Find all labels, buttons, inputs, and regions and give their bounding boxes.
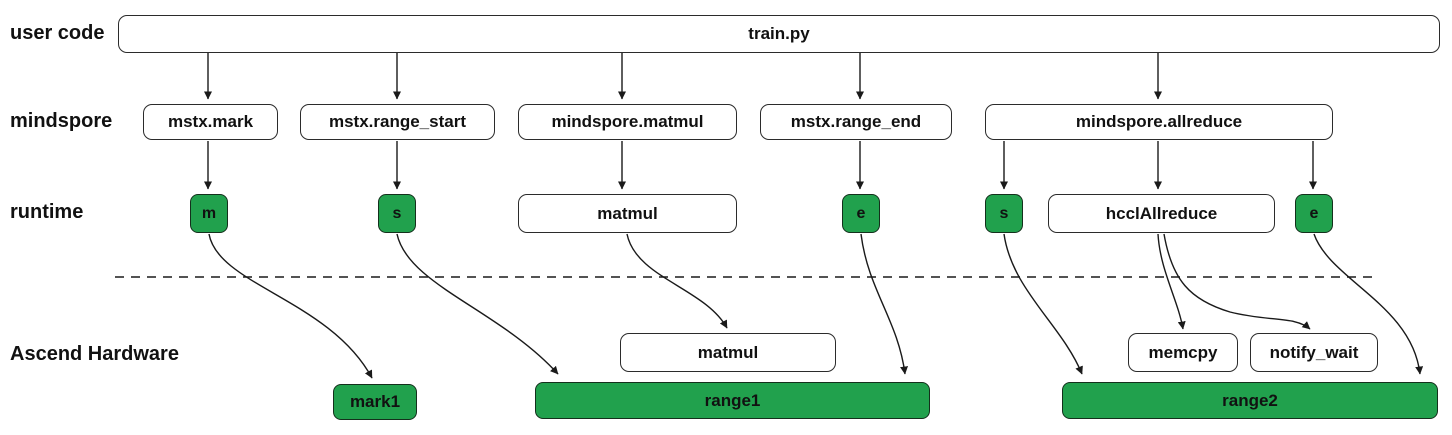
layer-label-user-code: user code xyxy=(10,22,105,44)
hardware-range2-span: range2 xyxy=(1062,382,1438,419)
layer-label-runtime: runtime xyxy=(10,201,84,223)
layer-label-ascend-hardware: Ascend Hardware xyxy=(10,343,179,365)
runtime-matmul-box: matmul xyxy=(518,194,737,233)
hardware-mark1-event: mark1 xyxy=(333,384,417,420)
mstx-mark-box: mstx.mark xyxy=(143,104,278,140)
arrows-runtime-to-hardware xyxy=(208,233,1424,379)
arrows-usercode-to-mindspore xyxy=(204,53,1162,100)
mindspore-matmul-box: mindspore.matmul xyxy=(518,104,737,140)
mstx-range-start-box: mstx.range_start xyxy=(300,104,495,140)
runtime-allreduce-start-marker: s xyxy=(985,194,1023,233)
hardware-notify-wait-box: notify_wait xyxy=(1250,333,1378,372)
layer-label-mindspore: mindspore xyxy=(10,110,113,132)
runtime-range-start-marker: s xyxy=(378,194,416,233)
mindspore-allreduce-box: mindspore.allreduce xyxy=(985,104,1333,140)
hardware-range1-span: range1 xyxy=(535,382,930,419)
train-py-box: train.py xyxy=(118,15,1440,53)
hardware-memcpy-box: memcpy xyxy=(1128,333,1238,372)
arrows-mindspore-to-runtime xyxy=(204,141,1317,190)
runtime-allreduce-end-marker: e xyxy=(1295,194,1333,233)
hardware-matmul-box: matmul xyxy=(620,333,836,372)
runtime-hccl-allreduce-box: hcclAllreduce xyxy=(1048,194,1275,233)
runtime-range-end-marker: e xyxy=(842,194,880,233)
runtime-mark-marker: m xyxy=(190,194,228,233)
mstx-range-end-box: mstx.range_end xyxy=(760,104,952,140)
